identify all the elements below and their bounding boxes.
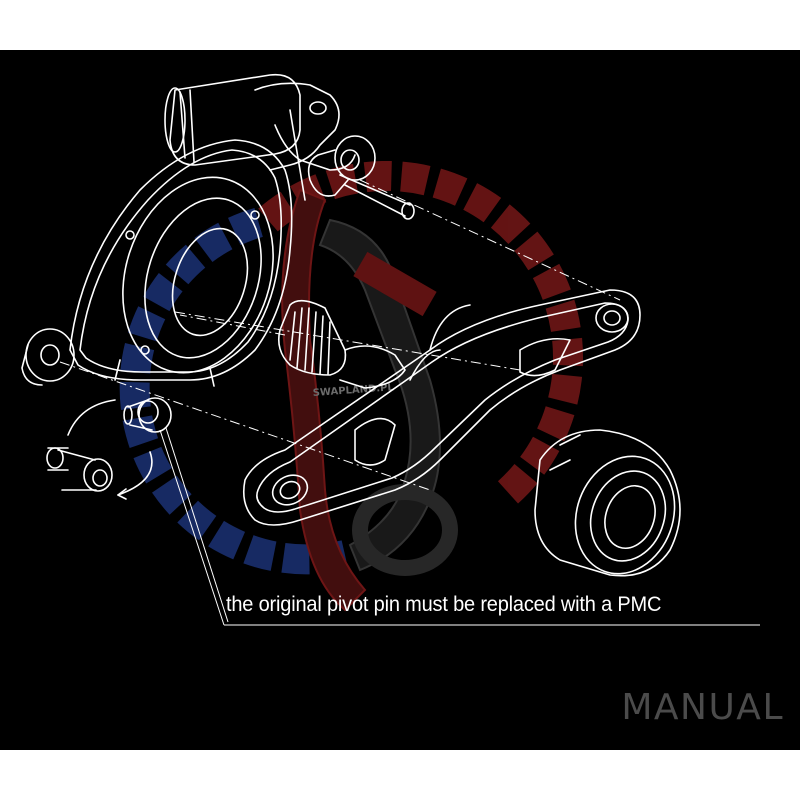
alignment-axes xyxy=(59,179,621,491)
pivot-pin-replacement xyxy=(46,447,113,492)
push-rod xyxy=(339,174,415,220)
emblem-red-band xyxy=(353,251,437,317)
emblem-red-wrench xyxy=(281,188,367,612)
release-fork-arm xyxy=(242,289,641,526)
pivot-pin-installed xyxy=(123,397,172,433)
emblem-red-gear-arc xyxy=(258,161,584,507)
manual-wordmark: MANUAL xyxy=(621,687,784,728)
emblem-blue-gear-arc xyxy=(119,205,349,575)
exploded-view-drawing: SWAPLAND.PL xyxy=(21,73,760,626)
left-bushing-ring xyxy=(21,328,75,386)
diagram-panel: SWAPLAND.PL xyxy=(0,50,800,750)
watermark-emblem: SWAPLAND.PL xyxy=(119,161,584,612)
bearing-flange-plate xyxy=(69,139,293,387)
release-bearing xyxy=(534,429,681,577)
emblem-bottom-ring xyxy=(352,484,458,576)
seal-cap xyxy=(307,135,376,197)
line-art xyxy=(21,73,681,577)
swap-arrow-icon xyxy=(67,399,153,500)
callout-leader xyxy=(159,427,760,626)
callout-caption: the original pivot pin must be replaced … xyxy=(226,592,662,616)
slave-cylinder xyxy=(164,73,356,201)
